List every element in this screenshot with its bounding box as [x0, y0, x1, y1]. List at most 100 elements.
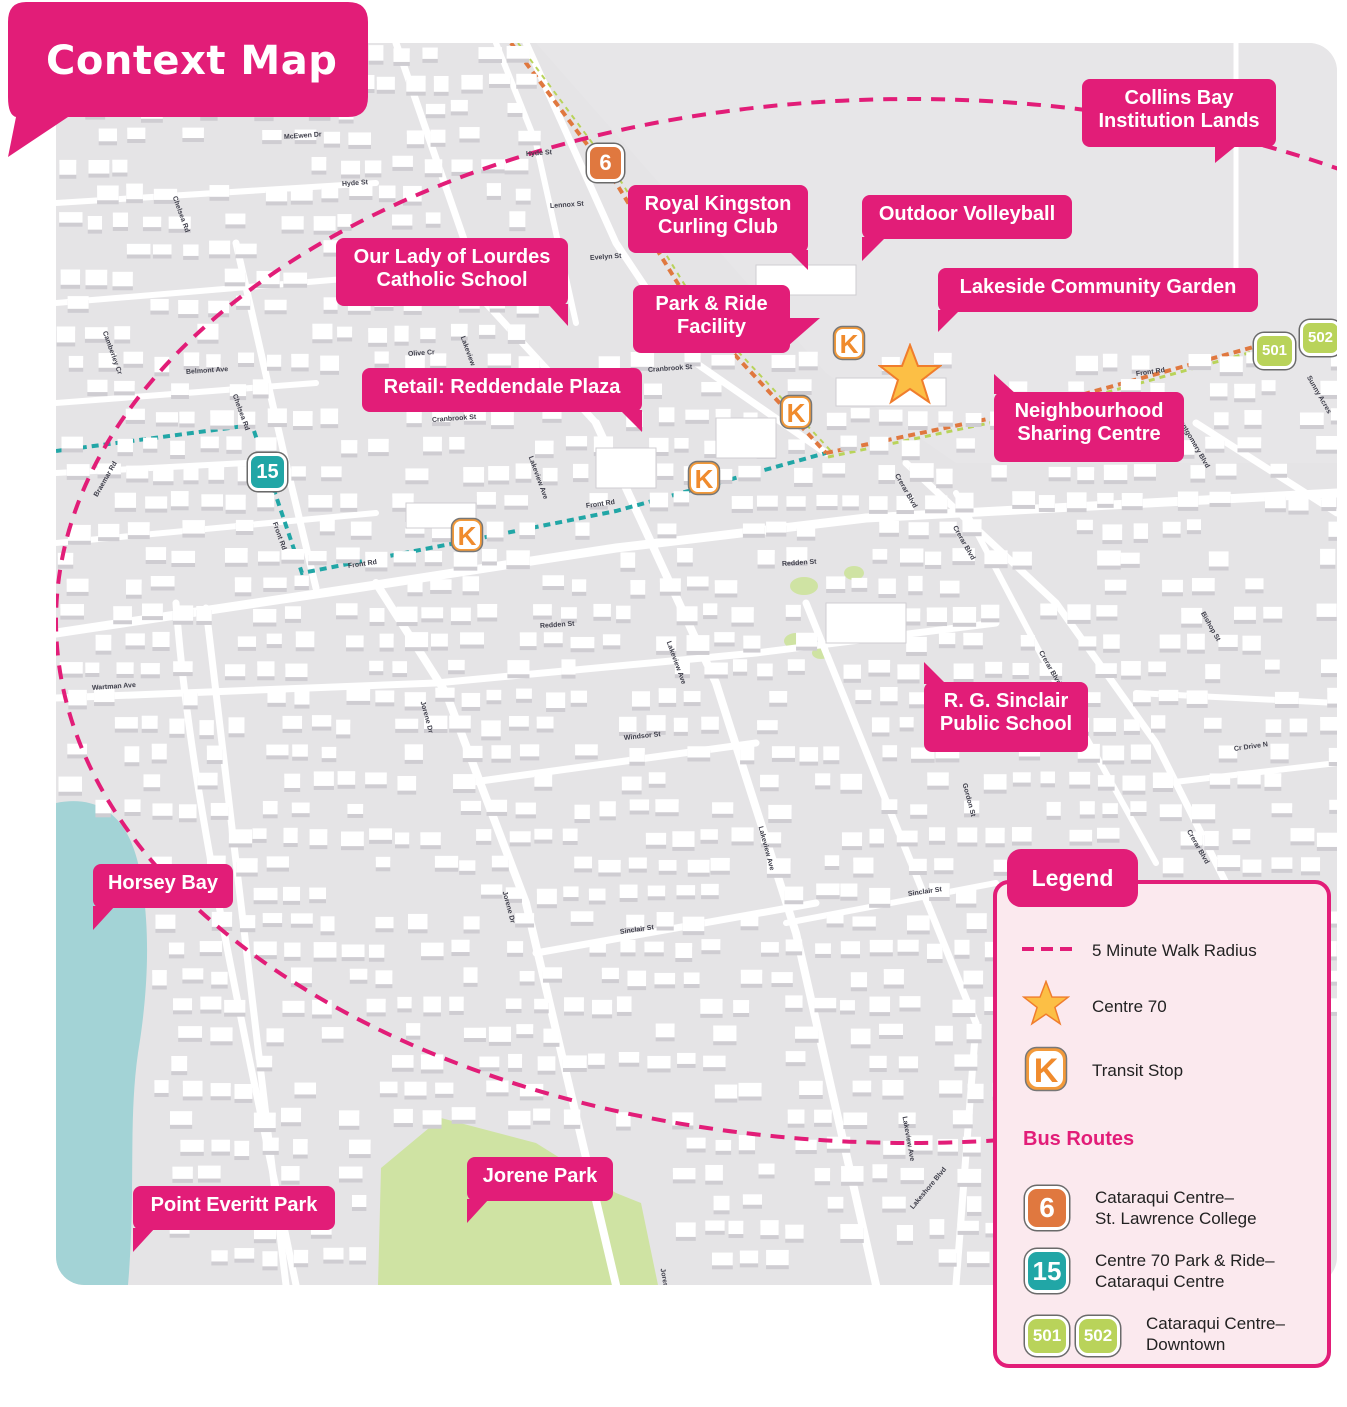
building [155, 412, 178, 423]
building [266, 1028, 284, 1043]
building [1121, 661, 1141, 676]
building [731, 496, 753, 509]
callout-tail [620, 410, 642, 432]
building [1271, 803, 1293, 814]
building [375, 856, 391, 868]
transit-stop-legend-icon: K [1024, 1046, 1068, 1092]
building [900, 548, 924, 563]
building [145, 496, 168, 509]
building [771, 972, 793, 984]
route-6-badge[interactable]: 6 [587, 144, 624, 182]
building [1152, 772, 1174, 788]
building [488, 1026, 512, 1042]
callout-volleyball[interactable]: Outdoor Volleyball [862, 195, 1072, 239]
building [348, 132, 371, 145]
building [731, 827, 754, 842]
building [795, 1026, 819, 1039]
building [826, 912, 844, 924]
building [1046, 801, 1061, 816]
callout-horsey-bay[interactable]: Horsey Bay [93, 864, 233, 908]
building [799, 1080, 823, 1095]
building [168, 942, 185, 955]
callout-curling-club[interactable]: Royal Kingston Curling Club [628, 185, 808, 253]
building [1096, 605, 1118, 617]
building [320, 408, 339, 425]
callout-point-everitt[interactable]: Point Everitt Park [133, 1186, 335, 1230]
building [123, 351, 144, 364]
building [407, 579, 423, 593]
building [713, 1195, 730, 1211]
building [715, 408, 731, 420]
building [404, 1081, 427, 1096]
transit-stop-icon[interactable]: K [832, 325, 866, 361]
legend-walk-radius-label: 5 Minute Walk Radius [1092, 941, 1257, 960]
building [620, 552, 636, 568]
title-banner: Context Map [8, 2, 368, 157]
callout-label: Park & Ride Facility [655, 293, 768, 338]
building [282, 715, 303, 729]
building [1320, 659, 1337, 674]
callout-reddendale[interactable]: Retail: Reddendale Plaza [362, 368, 642, 412]
building [1209, 491, 1231, 503]
building [448, 659, 465, 671]
building [878, 465, 896, 481]
callout-park-ride[interactable]: Park & Ride Facility [633, 285, 790, 353]
building [267, 689, 286, 703]
building [1104, 579, 1127, 591]
building [534, 772, 553, 787]
route-501-badge[interactable]: 501 [1254, 333, 1295, 369]
transit-stop-icon[interactable]: K [779, 394, 813, 430]
building [1102, 803, 1118, 815]
building [705, 1220, 725, 1231]
callout-sharing-centre[interactable]: Neighbourhood Sharing Centre [994, 392, 1184, 462]
building [392, 1055, 414, 1068]
building [112, 271, 133, 287]
route-15-badge[interactable]: 15 [248, 453, 287, 491]
building [869, 496, 888, 510]
building [878, 409, 903, 422]
building [824, 855, 840, 866]
building [1039, 663, 1063, 676]
building [926, 607, 948, 623]
building [449, 436, 465, 450]
svg-text:K: K [1034, 1052, 1059, 1090]
building [397, 775, 417, 791]
building [1320, 380, 1337, 395]
building [404, 744, 423, 760]
building [814, 1168, 831, 1182]
route-502-badge[interactable]: 502 [1300, 320, 1337, 356]
callout-lourdes[interactable]: Our Lady of Lourdes Catholic School [336, 238, 568, 306]
building [420, 832, 441, 846]
building [788, 439, 805, 450]
building [281, 548, 305, 560]
horsey-bay-water [56, 801, 148, 1285]
building [178, 300, 199, 315]
centre-70-legend-star-icon [1021, 979, 1071, 1026]
building [1095, 663, 1117, 674]
building [224, 547, 248, 563]
callout-collins-bay[interactable]: Collins Bay Institution Lands [1082, 79, 1276, 147]
callout-community-garden[interactable]: Lakeside Community Garden [938, 268, 1258, 312]
building [486, 1080, 509, 1093]
building [715, 1139, 732, 1151]
centre-70-star-icon[interactable] [877, 342, 943, 405]
building [516, 1024, 534, 1035]
building [966, 913, 987, 930]
building [450, 607, 471, 622]
transit-stop-icon[interactable]: K [687, 460, 721, 496]
building [88, 160, 110, 174]
callout-jorene-park[interactable]: Jorene Park [467, 1157, 613, 1201]
building [126, 183, 143, 200]
callout-sinclair-school[interactable]: R. G. Sinclair Public School [924, 682, 1088, 752]
building [852, 916, 876, 927]
building [60, 269, 81, 285]
building [1190, 465, 1206, 479]
building [228, 829, 253, 844]
building [125, 633, 145, 646]
building [1233, 606, 1256, 620]
building [957, 1220, 979, 1231]
transit-stop-icon[interactable]: K [450, 517, 484, 553]
building [209, 185, 230, 197]
building [290, 188, 313, 201]
building [816, 494, 838, 507]
